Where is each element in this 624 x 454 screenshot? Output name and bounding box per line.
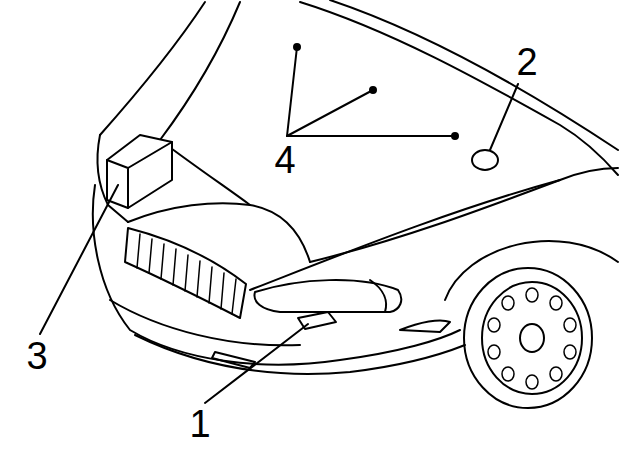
cowl-line: [300, 2, 618, 175]
leader-line: [40, 185, 118, 334]
callout-label: 1: [189, 405, 210, 443]
bumper-bottom: [135, 335, 465, 374]
callout-number: 2: [516, 41, 537, 83]
hubcap-holes: [488, 288, 576, 389]
wheel-arch: [445, 241, 618, 300]
bumper-top: [93, 185, 460, 365]
callout-label: 2: [516, 43, 537, 81]
callout-number: 3: [26, 335, 47, 377]
fender-line: [100, 2, 205, 135]
grille-bars: [137, 234, 236, 314]
headlight-divider: [370, 280, 386, 312]
callout-number: 1: [189, 403, 210, 445]
grille: [125, 228, 246, 318]
air-intake: [212, 352, 255, 368]
leader-line: [287, 135, 455, 137]
indicator: [400, 320, 450, 332]
fender-crease: [310, 168, 618, 262]
leader-line: [205, 324, 308, 403]
part-disc: [472, 150, 498, 170]
hood-front: [128, 203, 310, 262]
hood-crease: [160, 140, 250, 205]
leader-line: [287, 90, 373, 136]
headlight-right: [254, 280, 401, 312]
tyre: [464, 268, 592, 408]
hood-edge: [160, 2, 240, 140]
bumper-line: [110, 300, 300, 345]
hub: [520, 324, 544, 352]
callout-number: 4: [274, 139, 295, 181]
hubcap: [482, 282, 582, 394]
part-box: [107, 135, 172, 208]
callout-label: 3: [26, 337, 47, 375]
part-box-edges: [107, 142, 172, 208]
callout-label: 4: [274, 141, 295, 179]
leader-line: [490, 84, 518, 150]
leader-line: [287, 47, 297, 136]
windshield-line: [330, 0, 618, 150]
